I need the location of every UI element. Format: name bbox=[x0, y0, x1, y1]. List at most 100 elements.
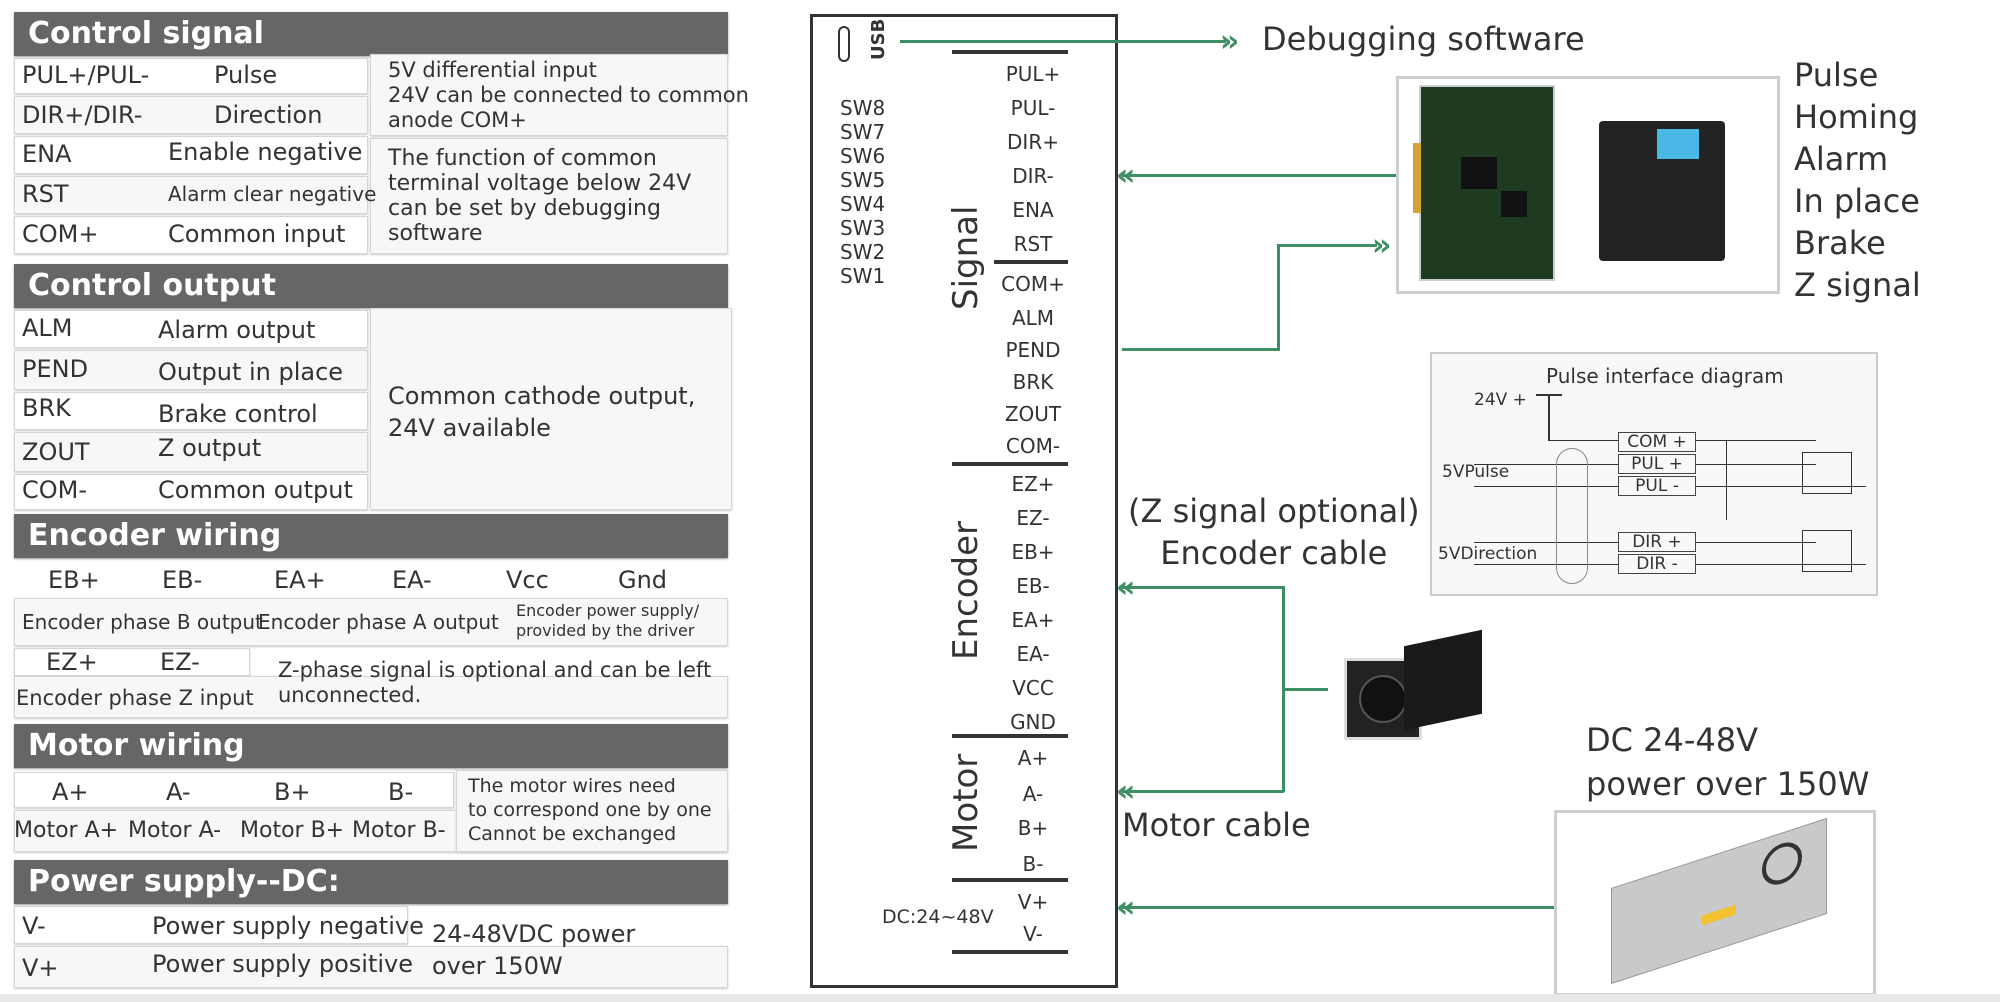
control-output-note: Common cathode output, 24V available bbox=[388, 380, 695, 444]
section-header-motor-wiring: Motor wiring bbox=[14, 724, 728, 768]
row-bg bbox=[14, 598, 728, 646]
motor-pin: A+ bbox=[52, 778, 89, 806]
encoder-z-pin: EZ- bbox=[160, 648, 200, 676]
pin-label: RST bbox=[22, 180, 69, 208]
note-line: to correspond one by one bbox=[468, 799, 712, 821]
label-line: power over 150W bbox=[1586, 765, 1870, 803]
signal-item: In place bbox=[1794, 182, 1920, 220]
row-bg bbox=[14, 772, 454, 808]
note-line: unconnected. bbox=[278, 683, 422, 707]
terminal-pin: EZ+ bbox=[1011, 472, 1055, 496]
encoder-pin: Vcc bbox=[506, 566, 549, 594]
dip-switch[interactable]: SW3 bbox=[840, 216, 886, 240]
pid-terminal: DIR + bbox=[1618, 532, 1696, 552]
encoder-cable-wire bbox=[1122, 586, 1284, 589]
motor-note: The motor wires need to correspond one b… bbox=[468, 774, 712, 846]
encoder-pin: EB+ bbox=[48, 566, 100, 594]
servo-motor-image bbox=[1344, 628, 1484, 752]
signal-item: Homing bbox=[1794, 98, 1919, 136]
pin-desc: Pulse bbox=[214, 61, 278, 89]
pin-desc: Common output bbox=[158, 476, 353, 504]
note-line: provided by the driver bbox=[516, 621, 695, 640]
controller-output-wire bbox=[1277, 244, 1377, 247]
pid-wire bbox=[1474, 486, 1620, 487]
terminal-pin: B- bbox=[1022, 852, 1044, 876]
terminal-pin: PUL+ bbox=[1005, 62, 1061, 86]
terminal-pin: ZOUT bbox=[1004, 402, 1062, 426]
note-line: Common cathode output, bbox=[388, 382, 696, 410]
terminal-pin: DIR+ bbox=[1007, 130, 1059, 154]
pid-wire bbox=[1474, 542, 1620, 543]
signal-item: Pulse bbox=[1794, 56, 1879, 94]
divider bbox=[952, 50, 1068, 54]
dip-switch[interactable]: SW2 bbox=[840, 240, 886, 264]
row-bg bbox=[14, 474, 368, 510]
usb-label: USB bbox=[868, 18, 889, 60]
divider bbox=[952, 878, 1068, 882]
pin-label: DIR+/DIR- bbox=[22, 101, 143, 129]
usb-port-icon[interactable] bbox=[838, 26, 850, 62]
pid-wire bbox=[1548, 394, 1550, 440]
encoder-desc-a: Encoder phase A output bbox=[258, 610, 499, 634]
label-line: DC 24-48V bbox=[1586, 721, 1759, 759]
note-line: anode COM+ bbox=[388, 108, 527, 132]
terminal-pin: B+ bbox=[1017, 816, 1049, 840]
row-bg bbox=[14, 392, 368, 430]
pid-supply-label: 24V + bbox=[1474, 390, 1527, 410]
pin-label: COM+ bbox=[22, 220, 99, 248]
row-bg bbox=[14, 96, 368, 134]
terminal-pin: EA+ bbox=[1011, 608, 1055, 632]
note-line: Encoder power supply/ bbox=[516, 601, 700, 620]
dip-switch[interactable]: SW6 bbox=[840, 144, 886, 168]
label-sticker bbox=[1702, 904, 1736, 926]
note-line: terminal voltage below 24V bbox=[388, 171, 692, 196]
optocoupler-icon bbox=[1802, 452, 1852, 494]
power-wire bbox=[1122, 906, 1556, 909]
pid-wire bbox=[1696, 464, 1816, 465]
power-supply-image bbox=[1611, 817, 1827, 985]
motor-junction-wire bbox=[1282, 688, 1328, 691]
divider bbox=[952, 950, 1068, 954]
note-bg bbox=[370, 308, 732, 510]
terminal-pin: A- bbox=[1022, 782, 1044, 806]
note-bg bbox=[456, 770, 728, 852]
dip-switch[interactable]: SW8 bbox=[840, 96, 886, 120]
row-bg bbox=[14, 946, 728, 988]
pid-title: Pulse interface diagram bbox=[1546, 364, 1784, 388]
pin-label: PEND bbox=[22, 355, 89, 383]
pid-wire bbox=[1696, 564, 1866, 565]
chip bbox=[1461, 157, 1497, 189]
terminal-pin: COM- bbox=[1005, 434, 1061, 458]
pulse-interface-diagram: Pulse interface diagram 24V + 5VPulse 5V… bbox=[1430, 352, 1878, 596]
row-bg bbox=[14, 906, 408, 944]
dip-switch[interactable]: SW1 bbox=[840, 264, 886, 288]
terminal-pin: GND bbox=[1010, 710, 1056, 734]
arrow-right-icon: » bbox=[1220, 24, 1240, 59]
section-header-encoder-wiring: Encoder wiring bbox=[14, 514, 728, 558]
encoder-pin: EB- bbox=[162, 566, 203, 594]
dip-switch[interactable]: SW4 bbox=[840, 192, 886, 216]
note-line: software bbox=[388, 221, 483, 246]
motion-card-image bbox=[1413, 85, 1555, 281]
motor-pin: A- bbox=[166, 778, 191, 806]
pid-wire bbox=[1474, 464, 1620, 465]
row-bg bbox=[14, 350, 368, 390]
row-bg bbox=[14, 432, 368, 472]
dip-switch[interactable]: SW7 bbox=[840, 120, 886, 144]
card-edge-connector bbox=[1413, 143, 1421, 213]
section-header-power-supply: Power supply--DC: bbox=[14, 860, 728, 904]
motor-desc: Motor B- bbox=[352, 818, 446, 843]
pid-wire bbox=[1548, 440, 1620, 441]
encoder-z-pin: EZ+ bbox=[46, 648, 98, 676]
terminal-pin: BRK bbox=[1012, 370, 1054, 394]
encoder-desc-b: Encoder phase B output bbox=[22, 610, 263, 634]
dip-switch[interactable]: SW5 bbox=[840, 168, 886, 192]
terminal-pin: PUL- bbox=[1010, 96, 1056, 120]
pin-label: BRK bbox=[22, 394, 71, 422]
row-bg bbox=[14, 310, 368, 348]
pin-desc: Alarm output bbox=[158, 316, 316, 344]
pin-label: ALM bbox=[22, 314, 73, 342]
pin-desc: Brake control bbox=[158, 400, 318, 428]
terminal-pin: A+ bbox=[1017, 746, 1049, 770]
pin-label: PUL+/PUL- bbox=[22, 61, 150, 89]
